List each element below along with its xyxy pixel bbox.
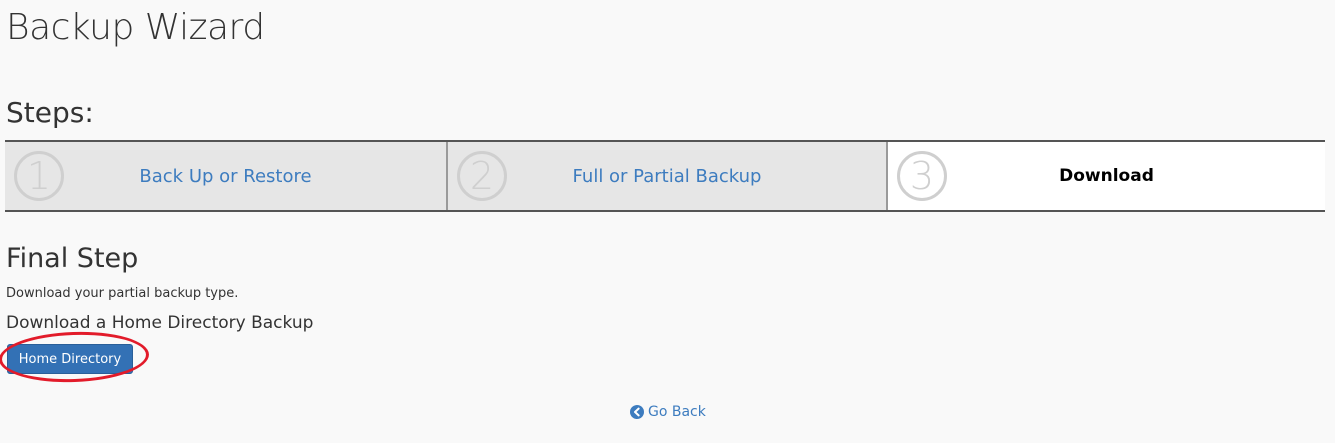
final-step-description: Download your partial backup type.	[6, 286, 239, 301]
step-link-full-or-partial-backup[interactable]: Full or Partial Backup	[572, 165, 762, 187]
step-download: 3 Download	[886, 142, 1325, 210]
step-number-1: 1	[14, 151, 64, 201]
page-title: Backup Wizard	[6, 7, 265, 48]
step-back-up-or-restore[interactable]: 1 Back Up or Restore	[5, 142, 446, 210]
go-back-link[interactable]: Go Back	[630, 404, 706, 420]
arrow-circle-left-icon	[630, 405, 644, 419]
step-label-download: Download	[1059, 166, 1154, 186]
steps-bar: 1 Back Up or Restore 2 Full or Partial B…	[5, 140, 1325, 212]
steps-heading: Steps:	[6, 96, 94, 129]
step-number-3: 3	[897, 151, 947, 201]
step-number-2: 2	[457, 151, 507, 201]
step-full-or-partial-backup[interactable]: 2 Full or Partial Backup	[446, 142, 886, 210]
step-link-back-up-or-restore[interactable]: Back Up or Restore	[139, 165, 312, 187]
go-back-label: Go Back	[648, 404, 706, 420]
home-directory-button[interactable]: Home Directory	[7, 344, 133, 374]
final-step-title: Final Step	[6, 243, 139, 274]
home-directory-backup-heading: Download a Home Directory Backup	[6, 313, 314, 333]
